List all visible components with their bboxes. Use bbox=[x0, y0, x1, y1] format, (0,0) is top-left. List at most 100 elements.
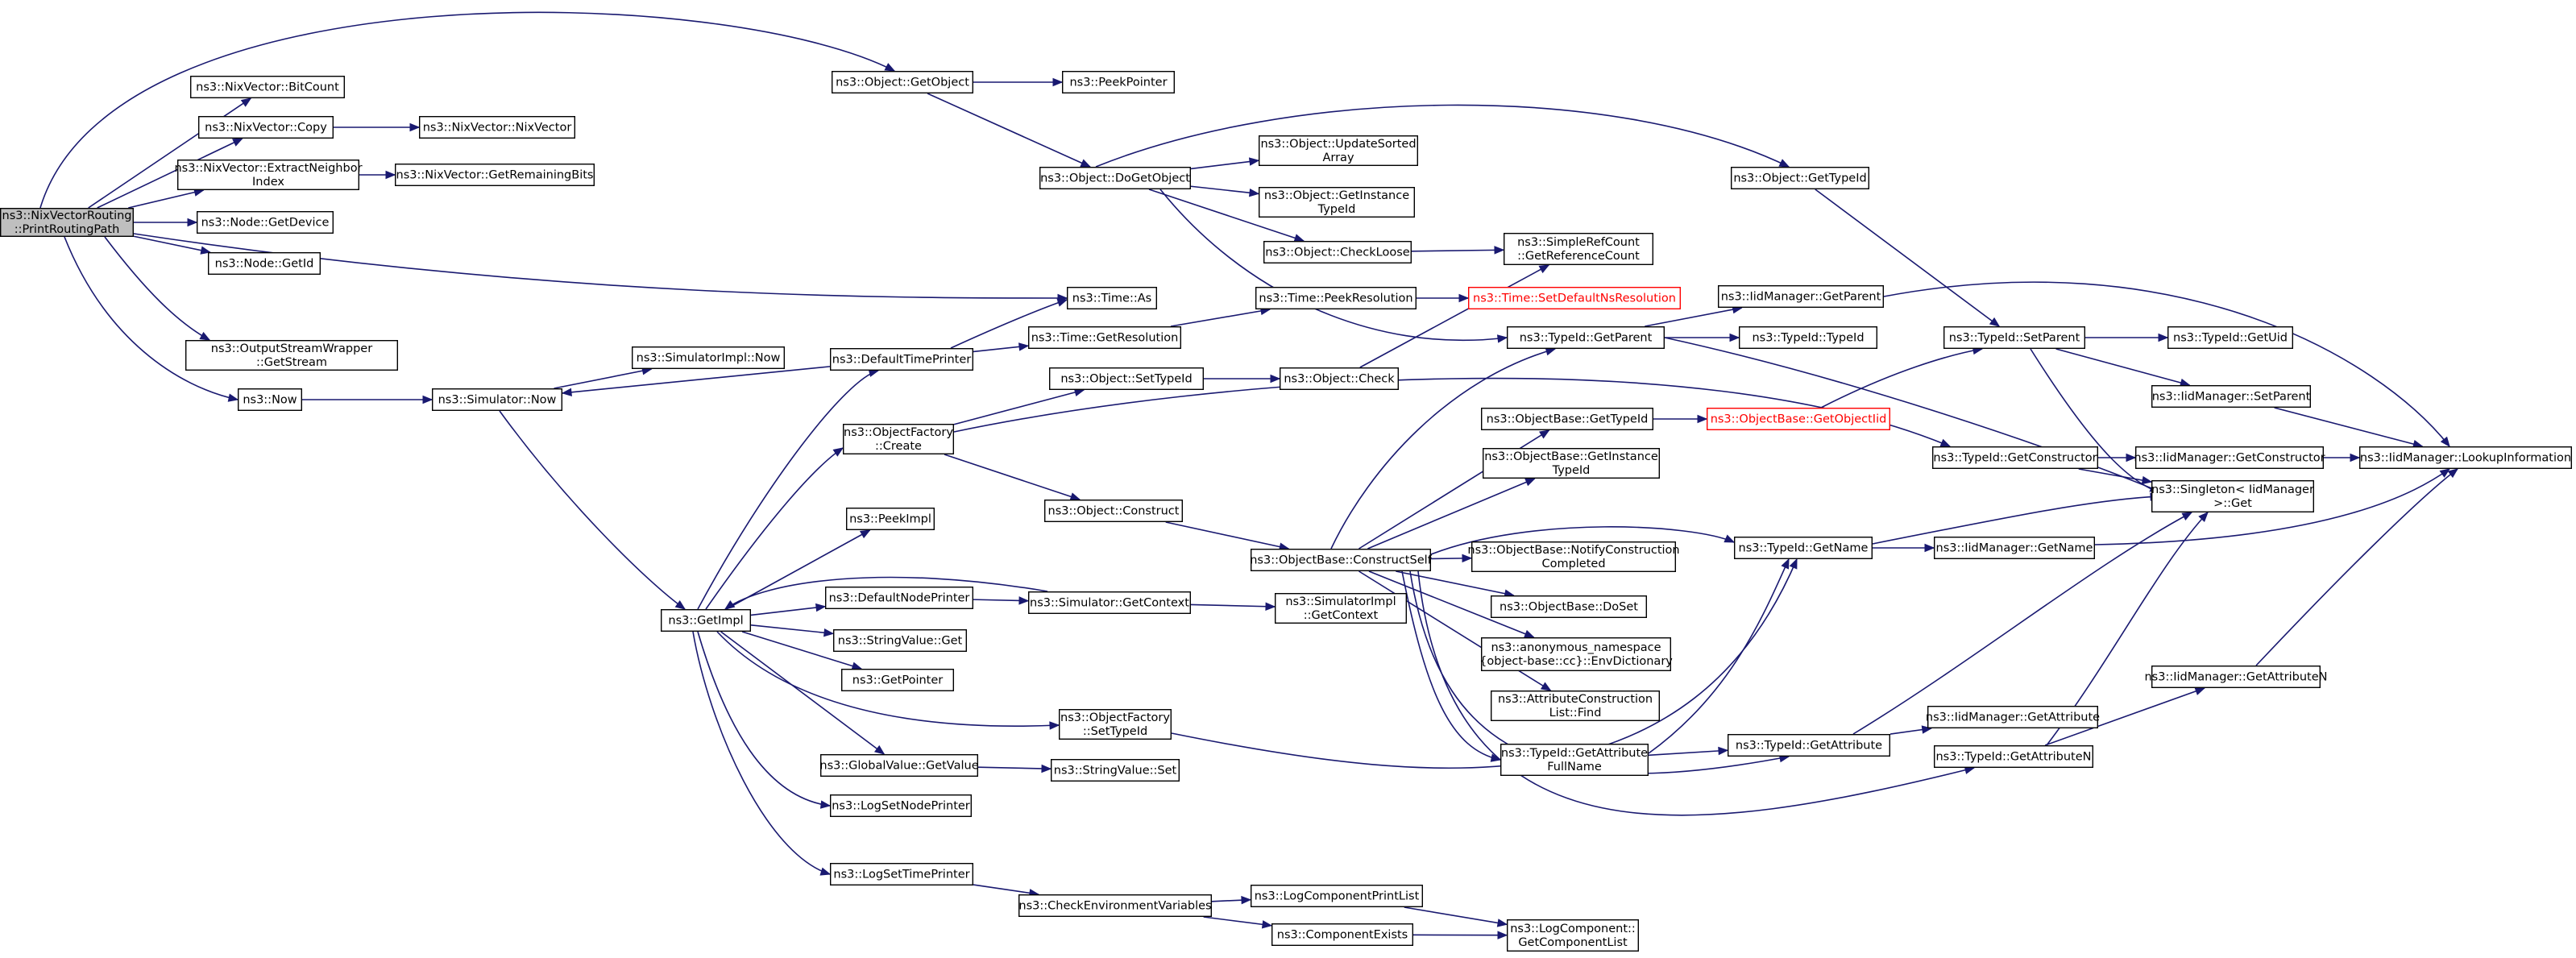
edge-compexists-to-getcomplist bbox=[1412, 931, 1508, 939]
node-getuid[interactable]: ns3::TypeId::GetUid bbox=[2167, 326, 2293, 350]
node-getobject[interactable]: ns3::Object::GetObject bbox=[831, 70, 973, 93]
edge-constructself-to-attrfind bbox=[1359, 570, 1552, 691]
node-label: ns3::ObjectFactory bbox=[844, 426, 953, 439]
node-getid[interactable]: ns3::Node::GetId bbox=[208, 252, 321, 276]
node-label: ::Create bbox=[875, 440, 922, 453]
node-label: ns3::LogSetNodePrinter bbox=[832, 800, 970, 813]
node-envdict[interactable]: ns3::anonymous_namespace{object-base::cc… bbox=[1479, 637, 1673, 672]
edges-layer bbox=[39, 11, 2459, 939]
node-label: ns3::LogComponent:: bbox=[1510, 923, 1636, 935]
node-label: ns3::Node::GetId bbox=[215, 258, 314, 271]
node-label: ns3::SimpleRefCount bbox=[1517, 236, 1640, 249]
node-bitcount[interactable]: ns3::NixVector::BitCount bbox=[189, 75, 346, 98]
node-label: ns3::AttributeConstruction bbox=[1498, 693, 1653, 706]
node-checkenv[interactable]: ns3::CheckEnvironmentVariables bbox=[1018, 894, 1212, 917]
node-nixvector[interactable]: ns3::NixVector::NixVector bbox=[419, 115, 576, 139]
node-remaining[interactable]: ns3::NixVector::GetRemainingBits bbox=[395, 163, 595, 186]
node-notify[interactable]: ns3::ObjectBase::NotifyConstructionCompl… bbox=[1467, 541, 1680, 573]
node-typeidgetattr[interactable]: ns3::TypeId::GetAttribute bbox=[1727, 734, 1890, 757]
node-objconstruct[interactable]: ns3::Object::Construct bbox=[1043, 500, 1183, 523]
node-label: ns3::Singleton< IidManager bbox=[2151, 483, 2314, 496]
node-stringvalueset[interactable]: ns3::StringValue::Set bbox=[1050, 759, 1180, 782]
node-constructself[interactable]: ns3::ObjectBase::ConstructSelf bbox=[1250, 549, 1433, 572]
edge-now-to-simnow bbox=[302, 395, 433, 404]
node-iidgetattr[interactable]: ns3::IidManager::GetAttribute bbox=[1926, 706, 2100, 729]
node-label: ::GetReferenceCount bbox=[1517, 250, 1640, 263]
node-setparent[interactable]: ns3::TypeId::SetParent bbox=[1943, 326, 2085, 350]
node-iidsetparent[interactable]: ns3::IidManager::SetParent bbox=[2151, 385, 2311, 408]
node-osw[interactable]: ns3::OutputStreamWrapper::GetStream bbox=[185, 340, 399, 371]
node-label: ns3::StringValue::Get bbox=[838, 635, 963, 648]
node-typeidgetname[interactable]: ns3::TypeId::GetName bbox=[1733, 537, 1873, 560]
node-getimpl[interactable]: ns3::GetImpl bbox=[661, 609, 752, 632]
node-iidgetparent[interactable]: ns3::IidManager::GetParent bbox=[1717, 285, 1884, 309]
node-label: TypeId bbox=[1317, 203, 1356, 216]
node-globalvalue[interactable]: ns3::GlobalValue::GetValue bbox=[819, 754, 979, 778]
node-label: Array bbox=[1322, 151, 1354, 164]
node-singleton[interactable]: ns3::Singleton< IidManager>::Get bbox=[2151, 480, 2314, 513]
edge-constructself-to-typeidgetname bbox=[1430, 526, 1736, 555]
node-label: ns3::Object::CheckLoose bbox=[1265, 247, 1409, 259]
edge-constructself-to-notify bbox=[1430, 554, 1473, 563]
node-peekimpl[interactable]: ns3::PeekImpl bbox=[845, 508, 935, 531]
edge-defaulttimeprinter-to-simnow bbox=[561, 366, 831, 397]
node-obgettypeid[interactable]: ns3::ObjectBase::GetTypeId bbox=[1480, 408, 1653, 431]
node-iidgetattrn[interactable]: ns3::IidManager::GetAttributeN bbox=[2144, 666, 2328, 689]
edge-getimpl-to-defaultnodeprinter bbox=[750, 603, 827, 616]
node-getdevice[interactable]: ns3::Node::GetDevice bbox=[196, 211, 334, 234]
node-dogetobject[interactable]: ns3::Object::DoGetObject bbox=[1039, 166, 1191, 189]
node-ofsettypeid[interactable]: ns3::ObjectFactory::SetTypeId bbox=[1058, 709, 1172, 740]
node-label: ns3::Simulator::Now bbox=[438, 394, 557, 407]
node-label: ns3::ObjectBase::ConstructSelf bbox=[1250, 554, 1432, 567]
node-simnow[interactable]: ns3::Simulator::Now bbox=[432, 388, 563, 412]
node-typeidgetconstructor[interactable]: ns3::TypeId::GetConstructor bbox=[1931, 446, 2098, 470]
node-logsetnode[interactable]: ns3::LogSetNodePrinter bbox=[829, 794, 972, 818]
node-timeas[interactable]: ns3::Time::As bbox=[1066, 287, 1157, 310]
node-getcomplist[interactable]: ns3::LogComponent::GetComponentList bbox=[1506, 919, 1639, 952]
node-typeidgetparent[interactable]: ns3::TypeId::GetParent bbox=[1506, 326, 1665, 350]
node-label: ns3::anonymous_namespace bbox=[1491, 641, 1661, 654]
node-setdefaultns[interactable]: ns3::Time::SetDefaultNsResolution bbox=[1467, 287, 1681, 310]
node-typeidtypeid[interactable]: ns3::TypeId::TypeId bbox=[1738, 326, 1877, 350]
node-iidgetconstructor[interactable]: ns3::IidManager::GetConstructor bbox=[2134, 446, 2325, 470]
node-copy[interactable]: ns3::NixVector::Copy bbox=[197, 115, 334, 139]
node-root[interactable]: ns3::NixVectorRouting::PrintRoutingPath bbox=[0, 208, 135, 238]
node-typeidgetattrn[interactable]: ns3::TypeId::GetAttributeN bbox=[1933, 745, 2093, 769]
node-logsettime[interactable]: ns3::LogSetTimePrinter bbox=[829, 862, 973, 885]
node-simgetcontext[interactable]: ns3::Simulator::GetContext bbox=[1027, 591, 1191, 615]
edge-dogetobject-to-getinstance bbox=[1190, 185, 1260, 197]
node-compexists[interactable]: ns3::ComponentExists bbox=[1271, 923, 1413, 946]
node-ofcreate[interactable]: ns3::ObjectFactory::Create bbox=[842, 424, 954, 455]
node-settypeid[interactable]: ns3::Object::SetTypeId bbox=[1048, 367, 1204, 391]
node-objgettypeid[interactable]: ns3::Object::GetTypeId bbox=[1730, 166, 1869, 189]
node-doset[interactable]: ns3::ObjectBase::DoSet bbox=[1490, 595, 1647, 619]
node-defaulttimeprinter[interactable]: ns3::DefaultTimePrinter bbox=[829, 348, 973, 371]
node-now[interactable]: ns3::Now bbox=[238, 388, 303, 412]
node-getpointer[interactable]: ns3::GetPointer bbox=[840, 669, 954, 692]
node-simplerefcount[interactable]: ns3::SimpleRefCount::GetReferenceCount bbox=[1503, 233, 1653, 266]
node-stringvalueget[interactable]: ns3::StringValue::Get bbox=[832, 629, 967, 653]
node-simimplgetcontext[interactable]: ns3::SimulatorImpl::GetContext bbox=[1274, 593, 1407, 624]
node-getresolution[interactable]: ns3::Time::GetResolution bbox=[1027, 326, 1181, 350]
node-logcompprint[interactable]: ns3::LogComponentPrintList bbox=[1250, 884, 1423, 907]
node-peekpointer[interactable]: ns3::PeekPointer bbox=[1061, 70, 1175, 93]
node-peekresolution[interactable]: ns3::Time::PeekResolution bbox=[1255, 287, 1417, 310]
node-simimplnow[interactable]: ns3::SimulatorImpl::Now bbox=[632, 346, 786, 370]
node-objcheck[interactable]: ns3::Object::Check bbox=[1279, 367, 1399, 391]
node-lookup[interactable]: ns3::IidManager::LookupInformation bbox=[2358, 446, 2572, 470]
edge-root-to-getdevice bbox=[134, 218, 198, 227]
node-iidgetname[interactable]: ns3::IidManager::GetName bbox=[1933, 537, 2095, 560]
edge-checkenv-to-compexists bbox=[1203, 916, 1273, 929]
node-checkloose[interactable]: ns3::Object::CheckLoose bbox=[1263, 241, 1412, 264]
node-label: ns3::NixVector::ExtractNeighbor bbox=[174, 162, 362, 175]
edge-ofcreate-to-settypeid bbox=[953, 388, 1085, 425]
node-getobjectiid[interactable]: ns3::ObjectBase::GetObjectIid bbox=[1706, 408, 1890, 431]
node-defaultnodeprinter[interactable]: ns3::DefaultNodePrinter bbox=[824, 587, 973, 610]
node-label: ns3::TypeId::GetParent bbox=[1520, 332, 1653, 345]
